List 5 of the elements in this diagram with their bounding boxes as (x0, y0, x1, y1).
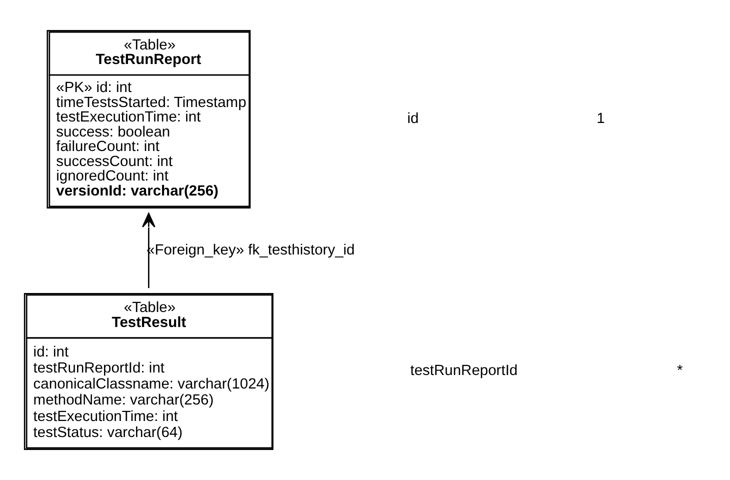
arrow (142, 212, 156, 288)
label: * (677, 363, 683, 380)
label: testRunReportId (410, 363, 518, 380)
label: id (407, 111, 419, 128)
label: 1 (596, 111, 605, 128)
